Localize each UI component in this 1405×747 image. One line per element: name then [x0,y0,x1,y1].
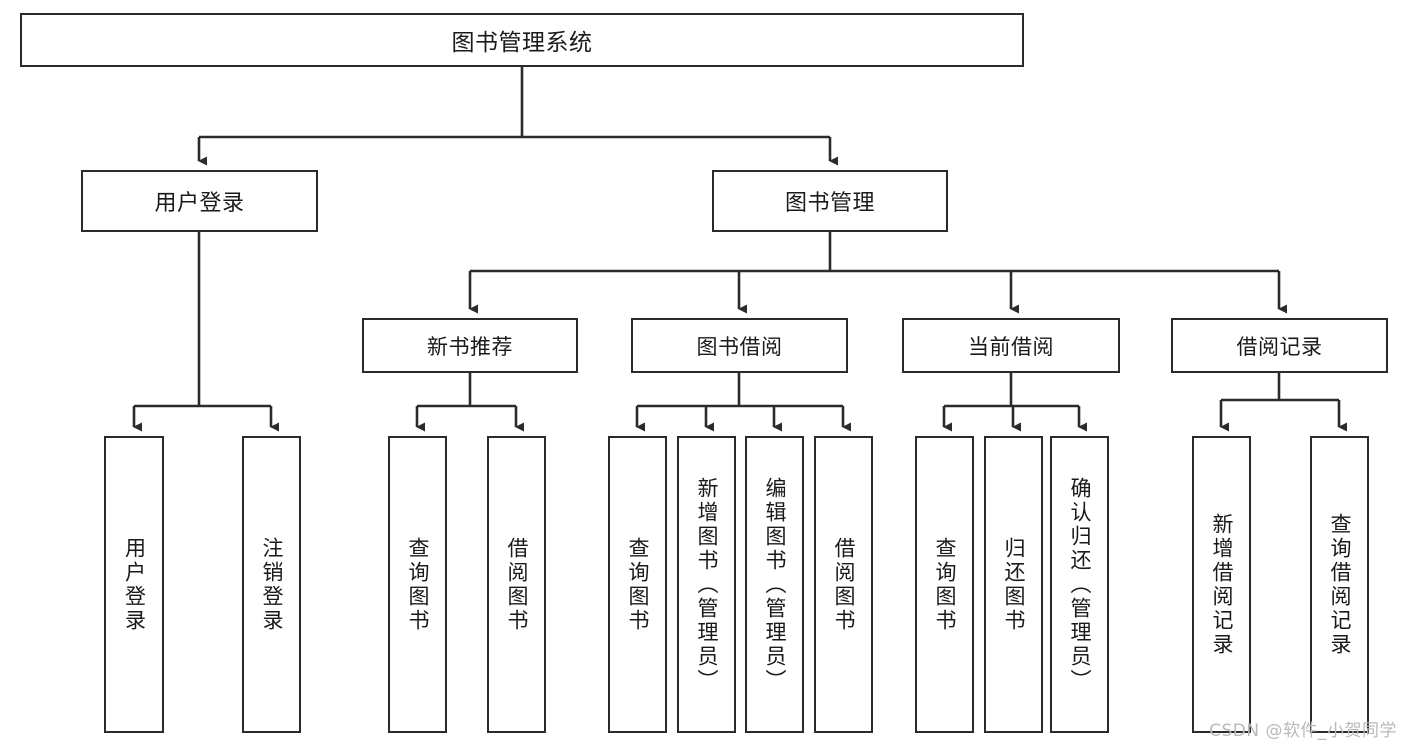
node-book-borrow-label: 图书借阅 [696,334,783,359]
node-leaf-query-book-3[interactable]: 查询图书 [915,436,974,733]
node-leaf-return-book[interactable]: 归还图书 [984,436,1043,733]
csdn-watermark: CSDN @软件_小贺同学 [1209,721,1397,741]
node-leaf-edit-book-label: 编辑图书（管理员） [763,476,787,693]
node-borrow-record-label: 借阅记录 [1236,334,1323,359]
node-leaf-edit-book[interactable]: 编辑图书（管理员） [745,436,804,733]
node-leaf-borrow-book-1-label: 借阅图书 [505,536,529,633]
node-leaf-borrow-book-2-label: 借阅图书 [832,536,856,633]
node-current-borrow[interactable]: 当前借阅 [902,318,1120,373]
node-root-label: 图书管理系统 [451,30,593,56]
node-leaf-add-record[interactable]: 新增借阅记录 [1192,436,1251,733]
node-current-borrow-label: 当前借阅 [968,334,1054,359]
node-leaf-query-record[interactable]: 查询借阅记录 [1310,436,1369,733]
node-leaf-add-book[interactable]: 新增图书（管理员） [677,436,736,733]
node-leaf-user-logout-label: 注销登录 [260,536,284,633]
node-book-manage-label: 图书管理 [784,191,875,216]
node-leaf-user-login-label: 用户登录 [122,536,147,633]
node-leaf-user-logout[interactable]: 注销登录 [242,436,301,733]
node-book-borrow[interactable]: 图书借阅 [631,318,848,373]
node-new-book-rec[interactable]: 新书推荐 [362,318,578,373]
node-user-login-label: 用户登录 [154,191,245,216]
node-root[interactable]: 图书管理系统 [20,13,1024,67]
node-leaf-add-record-label: 新增借阅记录 [1210,512,1234,657]
node-leaf-confirm-return-label: 确认归还（管理员） [1068,476,1092,693]
node-book-manage[interactable]: 图书管理 [712,170,948,232]
node-new-book-rec-label: 新书推荐 [427,334,513,359]
node-borrow-record[interactable]: 借阅记录 [1171,318,1388,373]
node-leaf-borrow-book-1[interactable]: 借阅图书 [487,436,546,733]
node-leaf-query-book-3-label: 查询图书 [933,536,957,633]
node-user-login[interactable]: 用户登录 [81,170,318,232]
node-leaf-query-book-1-label: 查询图书 [406,536,430,633]
node-leaf-query-record-label: 查询借阅记录 [1328,512,1352,657]
node-leaf-borrow-book-2[interactable]: 借阅图书 [814,436,873,733]
node-leaf-query-book-1[interactable]: 查询图书 [388,436,447,733]
node-leaf-return-book-label: 归还图书 [1002,536,1026,633]
node-leaf-query-book-2[interactable]: 查询图书 [608,436,667,733]
node-leaf-add-book-label: 新增图书（管理员） [695,476,719,693]
node-leaf-confirm-return[interactable]: 确认归还（管理员） [1050,436,1109,733]
node-leaf-user-login[interactable]: 用户登录 [104,436,164,733]
node-leaf-query-book-2-label: 查询图书 [626,536,650,633]
